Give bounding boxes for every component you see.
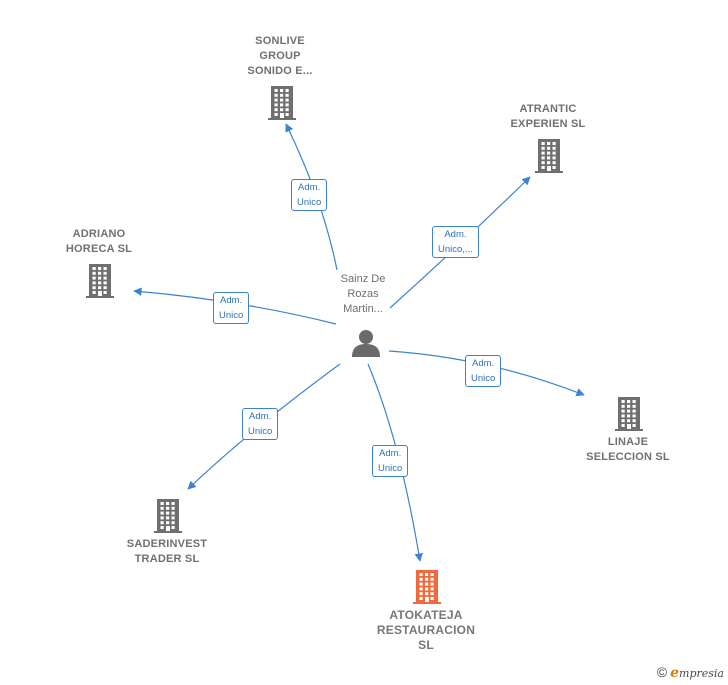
node-label-atokateja[interactable]: ATOKATEJA RESTAURACION SL: [370, 608, 482, 653]
person-label-line: Sainz De: [340, 273, 386, 285]
node-label-line: SONLIVE: [255, 35, 305, 47]
building-icon-atokateja[interactable]: [411, 568, 443, 604]
building-icon-adriano[interactable]: [84, 262, 116, 298]
edge-label-line: Unico,...: [438, 244, 473, 255]
node-label-line: ATRANTIC: [519, 103, 577, 115]
edge-label-line: Unico: [219, 310, 244, 321]
building-icon-saderinvest[interactable]: [152, 497, 184, 533]
person-label-line: Martin...: [343, 303, 383, 315]
brand-initial: e: [670, 665, 680, 681]
node-label-line: EXPERIEN SL: [510, 118, 586, 130]
node-label-line: GROUP: [259, 50, 301, 62]
node-label-line: TRADER SL: [134, 553, 200, 565]
node-label-saderinvest[interactable]: SADERINVEST TRADER SL: [116, 537, 218, 567]
node-label-linaje[interactable]: LINAJE SELECCION SL: [576, 435, 680, 465]
edge-label-atrantic[interactable]: Adm. Unico,...: [432, 226, 479, 258]
edge-label-line: Adm.: [379, 448, 402, 459]
node-label-atrantic[interactable]: ATRANTIC EXPERIEN SL: [500, 102, 596, 132]
person-label: Sainz De Rozas Martin...: [330, 272, 396, 317]
node-label-line: SADERINVEST: [126, 538, 208, 550]
person-label-line: Rozas: [347, 288, 379, 300]
building-icon-linaje[interactable]: [613, 395, 645, 431]
edge-label-line: Adm.: [220, 295, 243, 306]
edge-label-line: Adm.: [472, 358, 495, 369]
node-label-line: RESTAURACION: [376, 623, 476, 637]
person-icon[interactable]: [350, 328, 382, 358]
node-label-line: LINAJE: [607, 436, 649, 448]
edge-label-line: Adm.: [444, 229, 467, 240]
edge-label-adriano[interactable]: Adm. Unico: [213, 292, 250, 324]
brand-name: mpresia: [679, 667, 724, 680]
node-label-line: SONIDO E...: [247, 65, 313, 77]
node-label-adriano[interactable]: ADRIANO HORECA SL: [54, 227, 144, 257]
node-label-line: HORECA SL: [65, 243, 133, 255]
edge-label-saderinvest[interactable]: Adm. Unico: [242, 408, 279, 440]
edge-label-line: Unico: [297, 197, 322, 208]
copyright-icon: ©: [656, 664, 668, 680]
edge-label-line: Unico: [378, 463, 403, 474]
edge-label-sonlive[interactable]: Adm. Unico: [291, 179, 328, 211]
footer-brand: ©empresia: [657, 664, 724, 681]
node-label-line: SELECCION SL: [586, 451, 670, 463]
edge-label-line: Unico: [471, 373, 496, 384]
node-label-line: SL: [418, 638, 434, 652]
building-icon-atrantic[interactable]: [533, 137, 565, 173]
edge-label-line: Unico: [248, 426, 273, 437]
edge-label-line: Adm.: [249, 411, 272, 422]
node-label-line: ATOKATEJA: [389, 608, 463, 622]
node-label-sonlive[interactable]: SONLIVE GROUP SONIDO E...: [240, 34, 320, 79]
edge-label-linaje[interactable]: Adm. Unico: [465, 355, 502, 387]
brand-logo: empresia: [670, 665, 724, 681]
node-label-line: ADRIANO: [72, 228, 126, 240]
building-icon-sonlive[interactable]: [266, 84, 298, 120]
edge-label-atokateja[interactable]: Adm. Unico: [372, 445, 409, 477]
edge-label-line: Adm.: [298, 182, 321, 193]
